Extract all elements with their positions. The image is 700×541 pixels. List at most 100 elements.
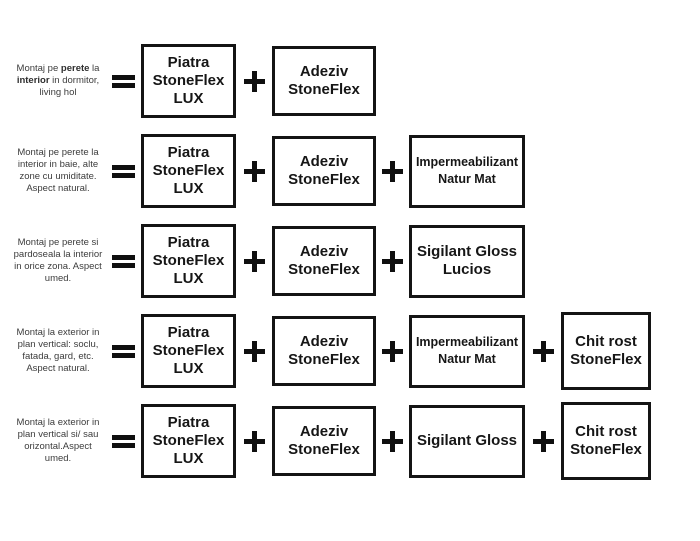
plus-icon-glyph (382, 250, 403, 272)
product-box-label: Sigilant Gloss (416, 432, 518, 449)
product-box-label: Adeziv (299, 63, 349, 80)
row-label-segment: perete (60, 63, 90, 74)
product-box-label: StoneFlex (152, 432, 225, 449)
product-box-label: Adeziv (299, 333, 349, 350)
equals-icon (106, 434, 141, 448)
product-box-sigilant: Sigilant Gloss (409, 404, 525, 478)
equals-icon-glyph (112, 164, 135, 178)
combination-row: Montaj la exterior in plan vertical: soc… (10, 306, 700, 396)
row-label-segment: interior (16, 75, 50, 86)
plus-icon (236, 70, 272, 92)
product-combination-diagram: Montaj pe perete la interior in dormitor… (10, 36, 700, 486)
row-label-segment: Montaj pe perete la interior in baie, al… (17, 147, 99, 194)
plus-icon-glyph (532, 340, 554, 362)
product-box-label: Impermeabilizant (415, 155, 519, 169)
product-box-label: StoneFlex (288, 441, 360, 458)
product-box-label: Natur Mat (438, 172, 496, 186)
product-box-label: Impermeabilizant (415, 335, 519, 349)
row-label-segment: in dormitor, living hol (39, 75, 100, 98)
equals-icon (106, 164, 141, 178)
product-box-label: LUX (173, 180, 204, 197)
plus-icon (236, 160, 272, 182)
product-box-label: Piatra (167, 324, 210, 341)
combination-row: Montaj pe perete si pardoseala la interi… (10, 216, 700, 306)
product-box-label: StoneFlex (288, 261, 360, 278)
combination-row: Montaj la exterior in plan vertical si/ … (10, 396, 700, 486)
plus-icon-glyph (243, 160, 265, 182)
product-box-label: Adeziv (299, 243, 349, 260)
product-box-label: StoneFlex (152, 342, 225, 359)
plus-icon (376, 340, 409, 362)
row-label-segment: Montaj pe perete si pardoseala la interi… (13, 237, 103, 284)
product-box-label: Piatra (167, 54, 210, 71)
product-box-label: Piatra (167, 234, 210, 251)
combination-row: Montaj pe perete la interior in dormitor… (10, 36, 700, 126)
product-box-label: LUX (173, 270, 204, 287)
equals-icon-glyph (112, 434, 135, 448)
product-box-label: LUX (173, 90, 204, 107)
product-box-label: StoneFlex (570, 441, 642, 458)
row-label: Montaj pe perete la interior in dormitor… (10, 63, 106, 99)
product-box-label: Sigilant Gloss (416, 243, 518, 260)
row-label: Montaj la exterior in plan vertical si/ … (10, 417, 106, 465)
product-box-label: Adeziv (299, 423, 349, 440)
plus-icon-glyph (243, 70, 265, 92)
row-label-segment: Montaj la exterior in plan vertical si/ … (16, 417, 100, 464)
product-box-label: Piatra (167, 144, 210, 161)
row-label: Montaj pe perete la interior in baie, al… (10, 147, 106, 195)
product-box-label: Chit rost (575, 423, 637, 440)
product-box-label: Lucios (442, 261, 492, 278)
plus-icon-glyph (382, 160, 403, 182)
equals-icon (106, 74, 141, 88)
product-box-label: Piatra (167, 414, 210, 431)
equals-icon-glyph (112, 254, 135, 268)
plus-icon-glyph (382, 430, 403, 452)
product-box-label: Chit rost (575, 333, 637, 350)
product-box-label: StoneFlex (288, 351, 360, 368)
row-label-segment: Montaj pe (16, 63, 61, 74)
row-label: Montaj la exterior in plan vertical: soc… (10, 327, 106, 375)
plus-icon (525, 340, 561, 362)
plus-icon (236, 340, 272, 362)
plus-icon-glyph (382, 340, 403, 362)
equals-icon-glyph (112, 74, 135, 88)
plus-icon-glyph (243, 250, 265, 272)
plus-icon (525, 430, 561, 452)
row-label: Montaj pe perete si pardoseala la interi… (10, 237, 106, 285)
plus-icon-glyph (243, 430, 265, 452)
plus-icon (376, 430, 409, 452)
product-box-label: LUX (173, 360, 204, 377)
equals-icon-glyph (112, 344, 135, 358)
row-label-segment: la (89, 63, 100, 74)
plus-icon-glyph (243, 340, 265, 362)
plus-icon-glyph (532, 430, 554, 452)
product-box-label: Adeziv (299, 153, 349, 170)
product-box-label: StoneFlex (288, 171, 360, 188)
plus-icon (376, 160, 409, 182)
product-box-label: Natur Mat (438, 352, 496, 366)
plus-icon (236, 250, 272, 272)
combination-row: Montaj pe perete la interior in baie, al… (10, 126, 700, 216)
product-box-label: StoneFlex (152, 72, 225, 89)
plus-icon (376, 250, 409, 272)
product-box-label: LUX (173, 450, 204, 467)
equals-icon (106, 254, 141, 268)
product-box-label: StoneFlex (152, 252, 225, 269)
row-label-segment: Montaj la exterior in plan vertical: soc… (16, 327, 100, 374)
product-box-label: StoneFlex (288, 81, 360, 98)
